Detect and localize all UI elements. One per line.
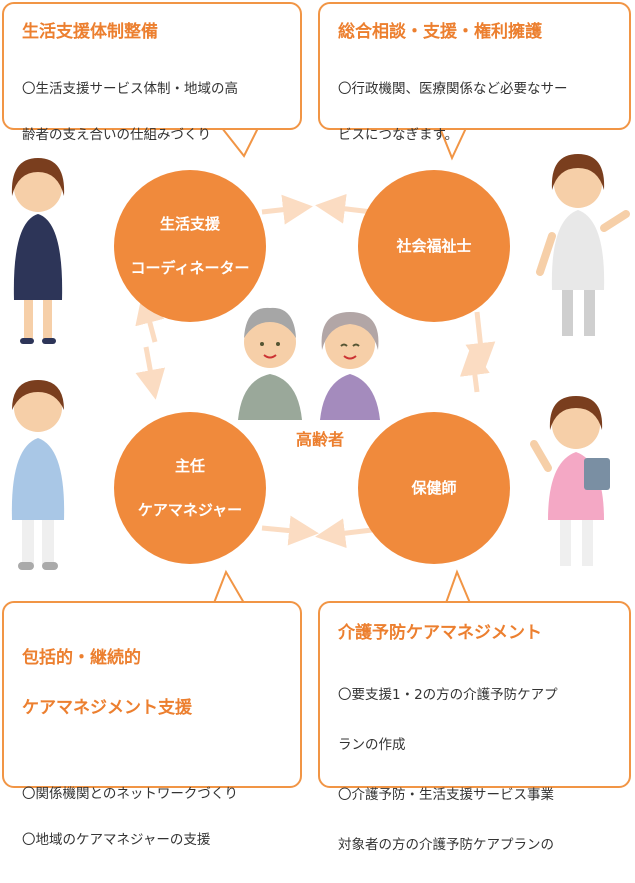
box-line: 〇介護予防・生活支援サービス事業 [338, 787, 554, 803]
circle-label-line: 主任 [174, 457, 205, 475]
arrow-left-down [135, 346, 166, 400]
box-body: 〇生活支援サービス体制・地域の高 齢者の支え合いの仕組みづくり [22, 55, 282, 170]
circle-label-line: ケアマネジャー [137, 501, 243, 519]
box-line: 齢者の支え合いの仕組みづくり [22, 127, 211, 143]
box-line: 〇要支援1・2の方の介護予防ケアプ [338, 687, 558, 703]
arrow-top-right [261, 194, 313, 225]
arrow-left-up [135, 293, 165, 343]
staff-suit-illustration [11, 158, 65, 344]
diagram-canvas [11, 127, 630, 604]
box-line: ランの作成 [338, 737, 406, 753]
box-life-support-system: 生活支援体制整備 〇生活支援サービス体制・地域の高 齢者の支え合いの仕組みづくり [2, 2, 302, 143]
box-title-line: ケアマネジメント支援 [22, 698, 192, 718]
box-line: 〇関係機関とのネットワークづくり [22, 786, 238, 802]
arrow-right-down [465, 311, 496, 373]
box-comprehensive-care-support: 包括的・継続的 ケアマネジメント支援 〇関係機関とのネットワークづくり 〇地域の… [2, 601, 302, 848]
box-title: 包括的・継続的 ケアマネジメント支援 [22, 621, 282, 746]
staff-pink-uniform-illustration [530, 396, 610, 566]
arrow-right-up [459, 345, 490, 393]
circle-public-health-nurse: 保健師 [358, 412, 510, 564]
circle-social-worker: 社会福祉士 [358, 170, 510, 322]
circle-label-line: コーディネーター [130, 259, 250, 277]
box-body: 〇行政機関、医療関係など必要なサー ビスにつなぎます。 [338, 55, 611, 170]
elderly-center-label: 高齢者 [295, 430, 344, 449]
box-line: 〇地域のケアマネジャーの支援 [22, 832, 211, 848]
circle-label-line: 保健師 [411, 479, 457, 497]
box-title: 総合相談・支援・権利擁護 [338, 22, 542, 42]
circle-label-line: 社会福祉士 [396, 237, 472, 255]
arrow-bottom-right [261, 515, 319, 546]
circle-chief-care-manager: 主任 ケアマネジャー [114, 412, 266, 564]
box-general-consultation: 総合相談・支援・権利擁護 〇行政機関、医療関係など必要なサー ビスにつなぎます。 [318, 2, 631, 143]
box-title: 生活支援体制整備 [22, 22, 158, 42]
box-preventive-care-management: 介護予防ケアマネジメント 〇要支援1・2の方の介護予防ケアプ ランの作成 〇介護… [318, 601, 631, 853]
box-line: ビスにつなぎます。 [338, 127, 459, 143]
box-body: 〇関係機関とのネットワークづくり 〇地域のケアマネジャーの支援 [22, 760, 282, 875]
staff-white-uniform-illustration [536, 154, 630, 336]
arrow-bottom-left [315, 518, 373, 549]
box-title: 介護予防ケアマネジメント [338, 623, 542, 643]
box-line: 〇行政機関、医療関係など必要なサー [338, 81, 568, 97]
box-line: 〇生活支援サービス体制・地域の高 [22, 81, 238, 97]
box-body: 〇要支援1・2の方の介護予防ケアプ ランの作成 〇介護予防・生活支援サービス事業… [338, 658, 611, 883]
elderly-couple-illustration [238, 307, 380, 420]
box-line: 対象者の方の介護予防ケアプランの [338, 837, 554, 853]
circle-label-line: 生活支援 [159, 215, 220, 233]
circle-life-support-coordinator: 生活支援 コーディネーター [114, 170, 266, 322]
staff-blue-vest-illustration [11, 380, 65, 570]
box-title-line: 包括的・継続的 [22, 648, 141, 668]
